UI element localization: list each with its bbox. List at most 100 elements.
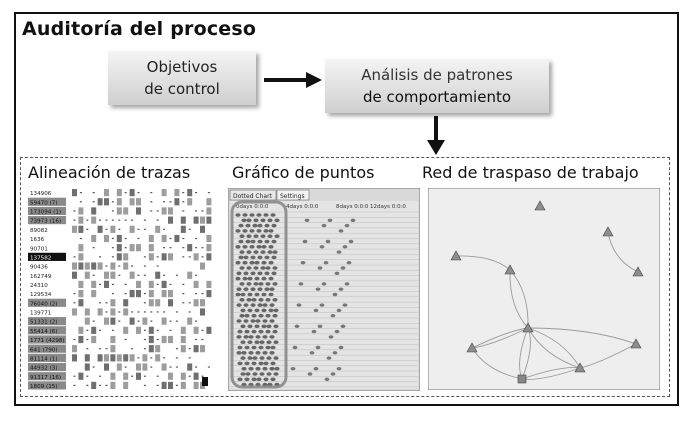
trace-gap-mark [150,311,153,313]
trace-gap-mark [182,247,185,249]
trace-event-cell [148,290,154,298]
trace-event-cell [84,271,90,279]
dotted-event-dot [243,271,249,276]
trace-event-cell [174,189,180,197]
trace-gap-mark [118,320,121,322]
dotted-event-dot [290,367,296,371]
dotted-event-dot [246,218,252,223]
trace-event-cell [193,345,199,353]
network-edge [607,231,639,273]
trace-event-cell [161,189,167,197]
dotted-event-dot [245,239,251,244]
dotted-event-dot [244,377,250,382]
trace-event-cell [78,299,84,307]
dotted-event-dot [261,260,267,265]
trace-gap-mark [86,375,89,377]
dotted-event-dot [250,239,256,244]
trace-id-label: 137582 [30,255,51,261]
dotted-event-dot [269,303,275,307]
trace-event-cell [84,354,90,362]
tab-dotted-chart-label: Dotted Chart [233,193,273,200]
trace-event-cell [78,290,84,298]
dotted-event-dot [236,319,242,323]
trace-event-cell [148,234,154,243]
dotted-event-dot [255,335,261,339]
trace-event-cell [193,299,199,307]
trace-event-cell [200,262,205,270]
trace-event-cell [193,381,199,389]
dotted-event-dot [237,377,243,382]
dotted-event-dot [267,250,273,254]
dotted-event-dot [242,213,248,217]
trace-gap-mark [163,311,166,313]
trace-event-cell [161,253,167,261]
dotted-event-dot [259,340,265,344]
dotted-event-dot [261,308,267,313]
dotted-event-dot [236,303,242,307]
dotted-event-dot [271,239,277,244]
dotted-event-dot [261,292,267,297]
dotted-event-dot [235,260,241,265]
dotted-event-dot [250,255,256,260]
trace-event-cell [123,299,129,307]
trace-event-cell [142,317,148,325]
trace-event-cell [148,280,154,288]
dotted-event-dot [264,287,270,291]
trace-event-cell [206,198,212,206]
trace-id-label: 81114 (1) [30,356,58,362]
dotted-event-dot [248,351,254,355]
trace-event-cell [84,317,90,325]
trace-gap-mark [73,302,76,304]
dotted-event-dot [243,303,249,307]
trace-event-cell [142,354,148,362]
arrow-right-icon [264,72,322,88]
dotted-event-dot [254,340,260,344]
tab-settings[interactable] [276,189,310,201]
dotted-event-dot [247,308,253,313]
dotted-event-dot [237,329,243,334]
dotted-event-dot [235,276,241,281]
trace-event-cell [78,207,84,215]
dotted-event-dot [254,260,260,265]
trace-gap-mark [137,320,140,322]
trace-gap-mark [92,366,95,368]
trace-event-cell [161,335,167,344]
dotted-event-dot [268,260,274,265]
trace-gap-mark [111,210,114,212]
dotted-event-dot [264,223,270,228]
dotted-event-dot [266,372,272,376]
dotted-event-dot [338,345,344,350]
dotted-event-dot [313,367,319,371]
trace-event-cell [72,189,77,197]
dotted-event-dot [257,223,263,228]
tab-dotted-chart[interactable] [229,189,277,201]
trace-gap-mark [73,210,76,212]
trace-gap-mark [156,219,159,221]
dotted-event-dot [239,234,245,238]
trace-gap-mark [188,311,191,313]
trace-id-bg [28,317,66,326]
trace-id-bg [28,326,66,335]
trace-event-cell [193,216,199,224]
trace-gap-mark [143,219,146,221]
dotted-axis-label-2: 4days 0:0:0 [286,204,319,210]
dotted-event-dot [240,372,246,376]
trace-event-cell [148,345,154,353]
trace-event-cell [72,225,77,233]
trace-id-bg [28,344,66,353]
trace-gap-mark [73,292,76,295]
trace-end-marker [202,377,208,386]
trace-gap-mark [188,302,191,304]
trace-event-cell [129,271,135,279]
trace-event-cell [200,216,205,224]
trace-gap-mark [124,283,127,286]
trace-event-cell [180,216,186,224]
dotted-event-dot [272,266,278,270]
trace-gap-mark [169,320,172,322]
dotted-event-dot [336,250,342,254]
trace-event-cell [161,290,167,298]
trace-gap-mark [73,219,76,221]
dotted-event-dot [252,372,258,376]
trace-gap-mark [182,201,185,203]
trace-event-cell [123,354,129,362]
